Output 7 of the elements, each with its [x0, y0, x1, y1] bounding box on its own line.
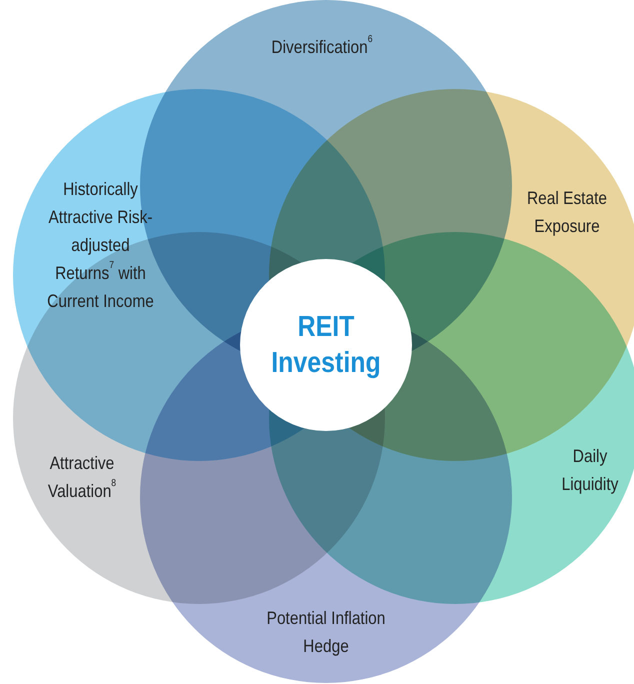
circle-label: Attractive Valuation$^{8}$ — [46, 452, 118, 503]
circle-label: Real Estate Exposure — [526, 187, 608, 238]
circle-label: Potential Inflation Hedge — [266, 607, 386, 658]
circle-label: Daily Liquidity — [560, 445, 620, 496]
circle-label: Historically Attractive Risk-adjusted Returns$^{7}$ with Current Income — [46, 178, 154, 313]
center-title: REIT Investing — [270, 310, 382, 381]
circle-label: Diversification$^{6}$ — [270, 33, 374, 59]
